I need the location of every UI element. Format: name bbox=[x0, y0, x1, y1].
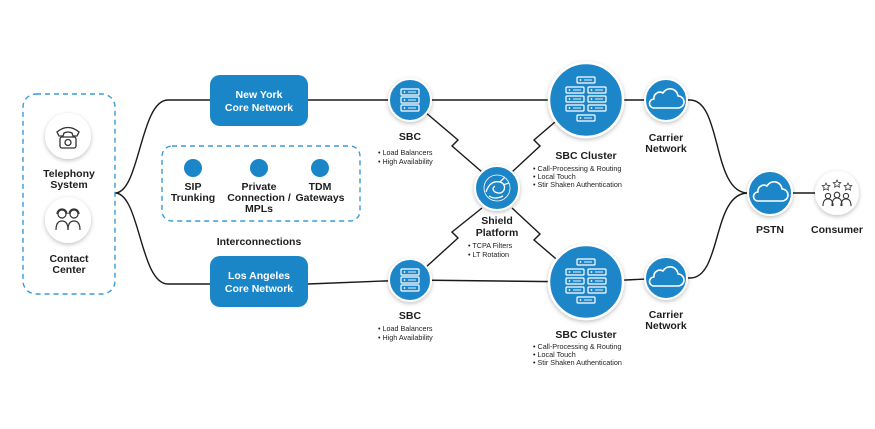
contact-label-line-2: Center bbox=[52, 264, 85, 276]
interconnection-sip[interactable]: SIP Trunking bbox=[171, 159, 215, 204]
people-stars-icon bbox=[821, 179, 853, 207]
sbc-bottom-bullet-2: • High Availability bbox=[378, 333, 433, 342]
sbc-top-bullet-1: • Load Balancers bbox=[378, 148, 433, 157]
tdm-label-line-2: Gateways bbox=[295, 192, 344, 204]
telephony-label-line-1: Telephony bbox=[43, 168, 95, 180]
private-dot bbox=[250, 159, 268, 177]
interconnections-title: Interconnections bbox=[217, 236, 302, 248]
carrier-top-label-line-1: Carrier bbox=[649, 132, 683, 144]
cluster-bottom-bullet-2: • Local Touch bbox=[533, 350, 576, 359]
shield-label-line-2: Platform bbox=[476, 227, 519, 239]
contact-icon-circle bbox=[45, 197, 91, 243]
sbc-bottom-bullet-1: • Load Balancers bbox=[378, 324, 433, 333]
headset-agents-icon bbox=[55, 208, 81, 231]
sbc-top-bullet-2: • High Availability bbox=[378, 157, 433, 166]
ny-label-line-1: New York bbox=[236, 89, 283, 101]
sip-label-line-1: SIP bbox=[185, 181, 202, 193]
carrier-network-top[interactable]: Carrier Network bbox=[644, 78, 688, 155]
consumer[interactable]: Consumer bbox=[811, 171, 863, 236]
cluster-bottom-bullet-3: • Stir Shaken Authentication bbox=[533, 358, 622, 367]
ny-label-line-2: Core Network bbox=[225, 102, 293, 114]
interconnection-private[interactable]: Private Connection / MPLs bbox=[227, 159, 291, 215]
sbc-cluster-bottom[interactable]: SBC Cluster • Call-Processing & Routing … bbox=[533, 243, 625, 367]
ny-core-network-box bbox=[210, 75, 308, 126]
sbc-bottom-label: SBC bbox=[399, 310, 422, 322]
telephone-icon bbox=[56, 126, 80, 149]
la-label-line-2: Core Network bbox=[225, 283, 293, 295]
carrier-network-bottom[interactable]: Carrier Network bbox=[644, 256, 688, 332]
tdm-label-line-1: TDM bbox=[309, 181, 332, 193]
carrier-top-circle bbox=[644, 78, 688, 122]
sbc-cluster-top[interactable]: SBC Cluster • Call-Processing & Routing … bbox=[533, 61, 625, 189]
sbc-bottom[interactable]: SBC • Load Balancers • High Availability bbox=[378, 258, 433, 342]
endpoints-panel-border bbox=[22, 93, 116, 295]
sbc-top[interactable]: SBC • Load Balancers • High Availability bbox=[378, 78, 433, 166]
interconnection-tdm[interactable]: TDM Gateways bbox=[295, 159, 345, 204]
line-sbc-bottom-to-shield bbox=[424, 207, 483, 269]
line-carrier-bottom-to-pstn bbox=[666, 192, 749, 279]
cluster-bottom-label: SBC Cluster bbox=[555, 329, 616, 341]
line-shield-to-cluster-bottom bbox=[511, 207, 563, 265]
tdm-dot bbox=[311, 159, 329, 177]
cluster-top-bullet-3: • Stir Shaken Authentication bbox=[533, 180, 622, 189]
la-core-network[interactable]: Los Angeles Core Network bbox=[210, 256, 308, 307]
la-core-network-box bbox=[210, 256, 308, 307]
cluster-top-circle bbox=[547, 61, 625, 139]
contact-label-line-1: Contact bbox=[49, 253, 89, 265]
cluster-top-bullet-2: • Local Touch bbox=[533, 172, 576, 181]
cluster-top-bullet-1: • Call-Processing & Routing bbox=[533, 164, 621, 173]
pstn-label: PSTN bbox=[756, 224, 784, 236]
sip-dot bbox=[184, 159, 202, 177]
la-label-line-1: Los Angeles bbox=[228, 270, 290, 282]
carrier-top-label-line-2: Network bbox=[645, 143, 687, 155]
carrier-bottom-circle bbox=[644, 256, 688, 300]
shield-platform[interactable]: Shield Platform • TCPA Filters • LT Rota… bbox=[468, 165, 520, 259]
contact-center[interactable]: Contact Center bbox=[45, 197, 91, 276]
ny-core-network[interactable]: New York Core Network bbox=[210, 75, 308, 126]
shield-circle bbox=[474, 165, 520, 211]
carrier-bottom-label-line-1: Carrier bbox=[649, 309, 683, 321]
pstn-circle bbox=[747, 170, 793, 216]
line-carrier-top-to-pstn bbox=[666, 99, 749, 194]
pstn[interactable]: PSTN bbox=[747, 170, 793, 236]
dragon-logo-icon bbox=[483, 174, 511, 202]
consumer-label: Consumer bbox=[811, 224, 863, 236]
cluster-bottom-bullet-1: • Call-Processing & Routing bbox=[533, 342, 621, 351]
line-panel-to-ny bbox=[114, 99, 210, 194]
telephony-label-line-2: System bbox=[50, 179, 87, 191]
private-label-line-1: Private bbox=[241, 181, 276, 193]
telephony-icon-circle bbox=[45, 113, 91, 159]
consumer-circle bbox=[815, 171, 859, 215]
private-label-line-3: MPLs bbox=[245, 203, 273, 215]
carrier-bottom-label-line-2: Network bbox=[645, 320, 687, 332]
shield-bullet-1: • TCPA Filters bbox=[468, 241, 513, 250]
interconnections-panel: SIP Trunking Private Connection / MPLs T… bbox=[161, 145, 361, 248]
shield-bullet-2: • LT Rotation bbox=[468, 250, 509, 259]
line-sbc-top-to-shield bbox=[424, 111, 483, 173]
shield-label-line-1: Shield bbox=[481, 215, 513, 227]
line-panel-to-la bbox=[114, 192, 210, 285]
cluster-bottom-circle bbox=[547, 243, 625, 321]
line-shield-to-cluster-top bbox=[511, 115, 563, 173]
endpoints-panel: Telephony System Contact Center bbox=[22, 93, 116, 295]
interconnections-border bbox=[161, 145, 361, 222]
telephony-system[interactable]: Telephony System bbox=[43, 113, 95, 191]
cluster-top-label: SBC Cluster bbox=[555, 150, 616, 162]
sbc-top-label: SBC bbox=[399, 131, 422, 143]
private-label-line-2: Connection / bbox=[227, 192, 291, 204]
sip-label-line-2: Trunking bbox=[171, 192, 215, 204]
